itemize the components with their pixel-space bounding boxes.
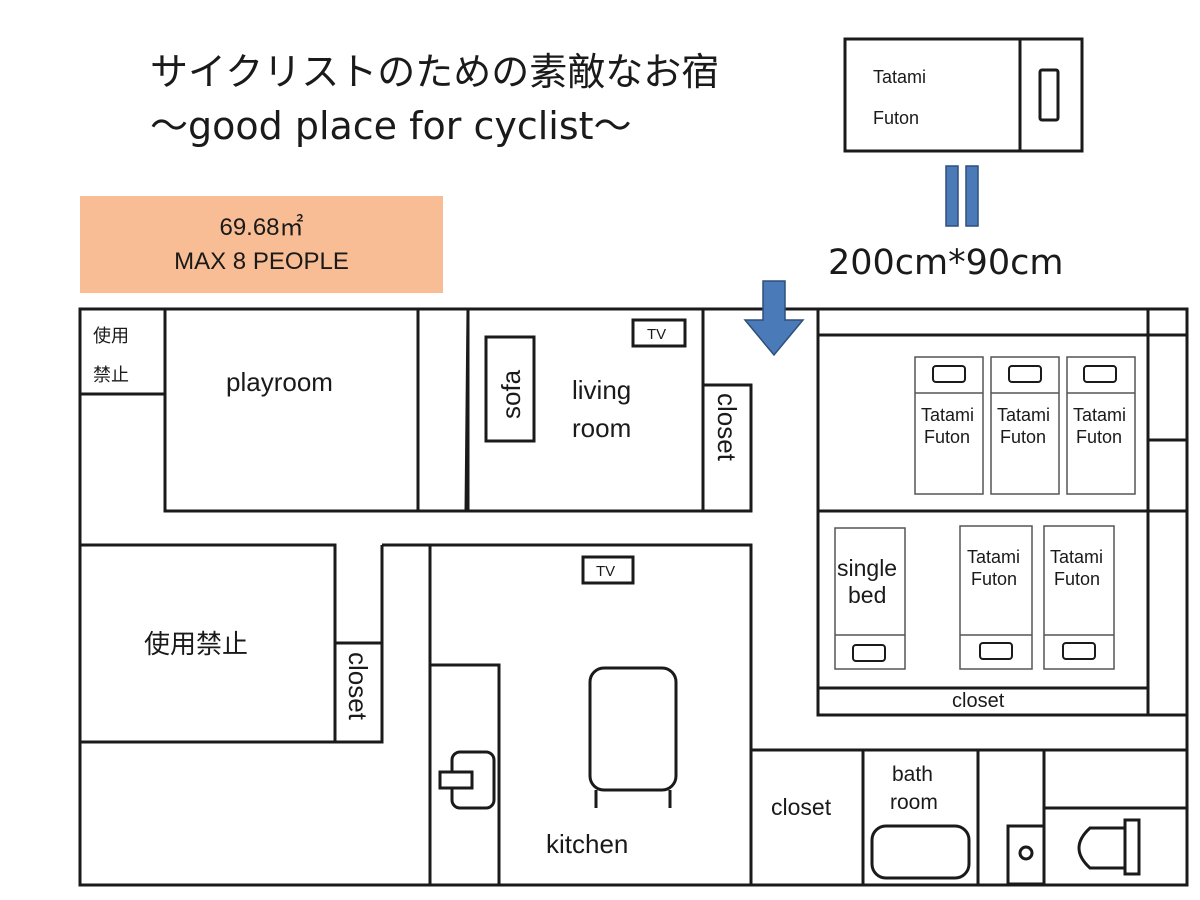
tv-icon-kitchen [581, 555, 635, 585]
futon-5-label-1: Tatami [1050, 547, 1103, 567]
futon-2-label-2: Futon [1000, 427, 1046, 447]
sofa [484, 335, 536, 443]
entrance-arrow-icon [743, 280, 805, 357]
toilet-bowl [1077, 826, 1125, 870]
futon-1-label-2: Futon [924, 427, 970, 447]
legend-equals-bar-2 [965, 165, 979, 227]
bath-label-1: bath [892, 763, 933, 786]
living-closet-label: closet [712, 393, 742, 462]
futon-3 [1066, 356, 1136, 495]
single-bed-label-2: bed [848, 582, 886, 608]
single-bed [834, 527, 906, 670]
left-closet [333, 641, 384, 744]
tv-label-kitchen: TV [596, 563, 615, 580]
futon-2-label-1: Tatami [997, 405, 1050, 425]
legend-futon [843, 37, 1084, 153]
bathtub [870, 824, 971, 880]
page-title-japanese: サイクリストのための素敵なお宿 [150, 50, 720, 94]
capacity: MAX 8 PEOPLE [174, 247, 349, 275]
no-use-label-1: 使用 [93, 326, 129, 346]
bath-label-2: room [890, 791, 938, 814]
sink [1006, 824, 1046, 886]
playroom [163, 307, 420, 513]
legend-pillow-icon [1038, 68, 1060, 122]
legend-futon-label-2: Futon [873, 108, 919, 128]
futon-dimension: 200cm*90cm [828, 243, 1064, 283]
wet-closet-label: closet [771, 794, 832, 820]
dining-table [588, 666, 678, 792]
futon-5 [1043, 525, 1115, 670]
futon-5-label-2: Futon [1054, 569, 1100, 589]
page-title-english: ～good place for cyclist～ [150, 104, 632, 148]
futon-3-label-2: Futon [1076, 427, 1122, 447]
legend-equals-bar-1 [945, 165, 959, 227]
futon-4-label-2: Futon [971, 569, 1017, 589]
playroom-label: playroom [226, 367, 333, 397]
single-bed-label-1: single [837, 555, 897, 581]
floor-area: 69.68㎡ [219, 213, 304, 241]
kitchen-walls [428, 543, 753, 885]
futon-2 [990, 356, 1060, 495]
living-label-1: living [572, 375, 631, 405]
info-box: 69.68㎡ MAX 8 PEOPLE [80, 196, 443, 293]
futon-1-label-1: Tatami [921, 405, 974, 425]
living-closet [701, 383, 753, 513]
sofa-label: sofa [496, 369, 526, 419]
futon-4-label-1: Tatami [967, 547, 1020, 567]
no-use-large-label: 使用禁止 [144, 629, 248, 659]
futon-3-label-1: Tatami [1073, 405, 1126, 425]
futon-1 [914, 356, 984, 495]
left-closet-label: closet [343, 652, 373, 721]
living-label-2: room [572, 413, 631, 443]
kitchen-label: kitchen [546, 829, 628, 859]
bedroom-closet-label: closet [952, 690, 1005, 712]
toilet-tank [1123, 818, 1141, 876]
legend-futon-label-1: Tatami [873, 67, 926, 87]
futon-4 [959, 525, 1033, 670]
no-use-label-2: 禁止 [93, 365, 129, 385]
tv-icon [631, 318, 687, 348]
tv-label: TV [647, 326, 666, 343]
